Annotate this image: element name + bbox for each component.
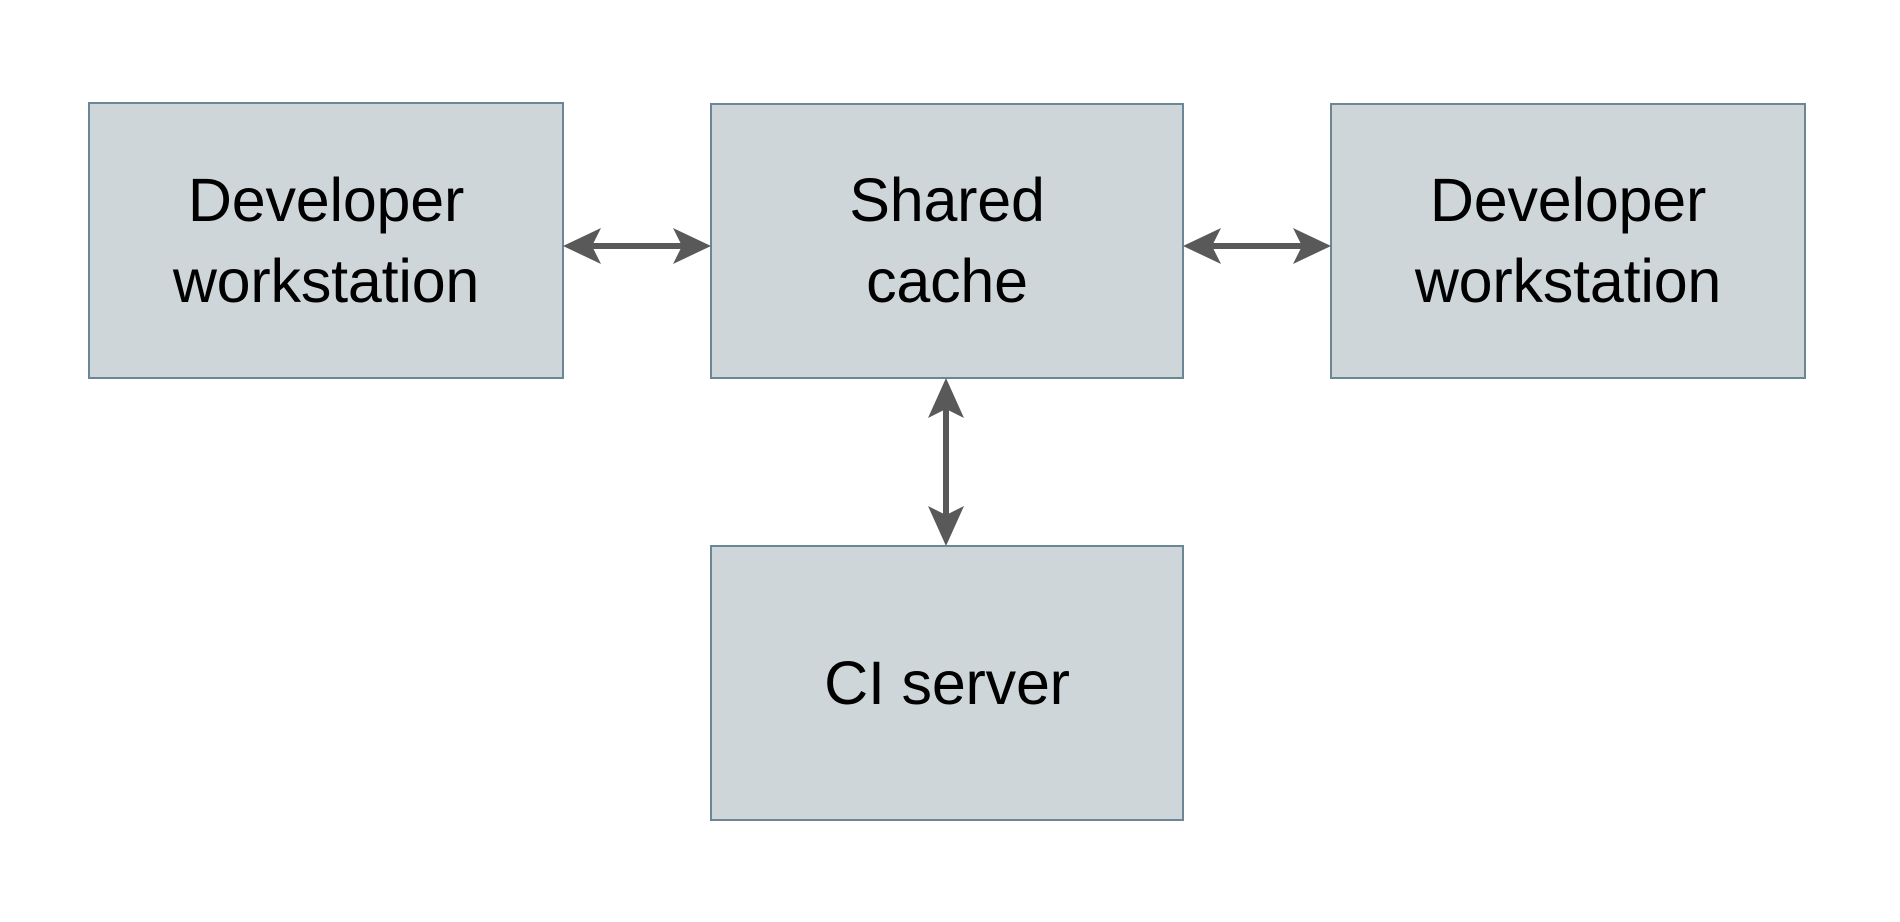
arrowhead-left-icon: [1183, 228, 1221, 264]
node-developer-workstation-left[interactable]: Developer workstation: [88, 102, 564, 379]
arrowhead-right-icon: [1293, 228, 1331, 264]
edge-ci-server-to-shared-cache: [928, 378, 964, 546]
arrowhead-right-icon: [673, 228, 711, 264]
edge-shared-cache-to-developer-workstation-right: [1183, 228, 1331, 264]
arrowhead-left-icon: [563, 228, 601, 264]
node-label: Shared cache: [849, 166, 1045, 315]
node-ci-server[interactable]: CI server: [710, 545, 1184, 821]
node-label: CI server: [824, 648, 1070, 717]
node-developer-workstation-right[interactable]: Developer workstation: [1330, 103, 1806, 379]
arrowhead-down-icon: [928, 506, 964, 546]
node-shared-cache[interactable]: Shared cache: [710, 103, 1184, 379]
edge-developer-workstation-left-to-shared-cache: [563, 228, 711, 264]
arrowhead-up-icon: [928, 378, 964, 418]
node-label: Developer workstation: [172, 165, 480, 315]
node-label: Developer workstation: [1414, 166, 1722, 315]
